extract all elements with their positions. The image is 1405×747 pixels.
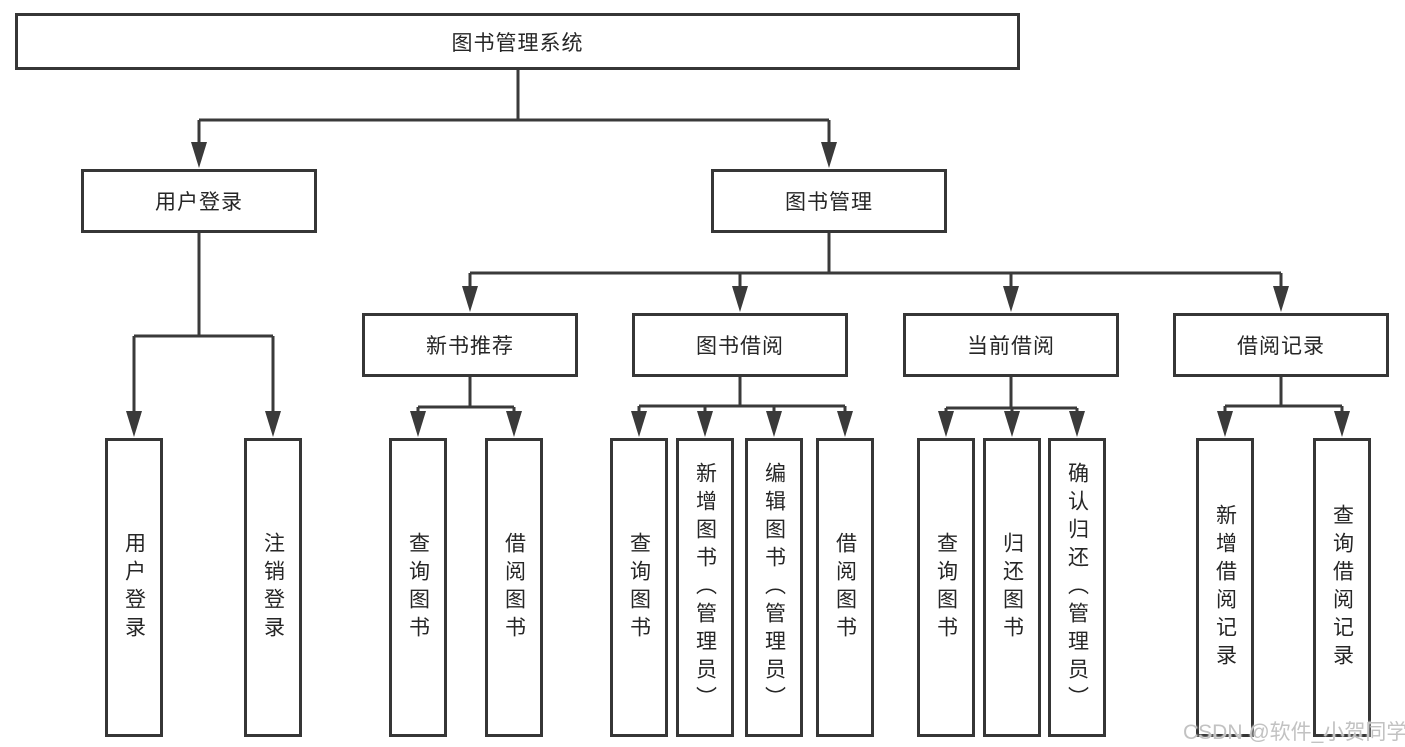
leaf-new-books-query-label: 查询图书 xyxy=(406,531,430,644)
leaf-records-query: 查询借阅记录 xyxy=(1313,438,1371,737)
leaf-new-books-borrow-label: 借阅图书 xyxy=(502,531,526,644)
arrow-icon xyxy=(410,411,426,437)
leaf-new-books-query: 查询图书 xyxy=(389,438,447,737)
arrow-icon xyxy=(191,142,207,168)
leaf-new-books-borrow: 借阅图书 xyxy=(485,438,543,737)
leaf-current-confirm-return-admin-label: 确认归还（管理员） xyxy=(1065,461,1089,714)
leaf-current-confirm-return-admin: 确认归还（管理员） xyxy=(1048,438,1106,737)
node-new-book-recommend: 新书推荐 xyxy=(362,313,578,377)
leaf-borrow-query-books-label: 查询图书 xyxy=(627,531,651,644)
leaf-current-query-books: 查询图书 xyxy=(917,438,975,737)
node-user-login: 用户登录 xyxy=(81,169,317,233)
leaf-current-return-books: 归还图书 xyxy=(983,438,1041,737)
leaf-user-login: 用户登录 xyxy=(105,438,163,737)
arrow-icon xyxy=(1334,411,1350,437)
connector-root-to-level2 xyxy=(197,69,831,144)
leaf-records-add: 新增借阅记录 xyxy=(1196,438,1254,737)
leaf-borrow-edit-books-admin: 编辑图书（管理员） xyxy=(745,438,803,737)
node-borrowing-records: 借阅记录 xyxy=(1173,313,1389,377)
arrow-icon xyxy=(506,411,522,437)
connector-book-mgmt-to-level3 xyxy=(468,233,1283,288)
leaf-borrow-edit-books-admin-label: 编辑图书（管理员） xyxy=(762,461,786,714)
arrow-icon xyxy=(732,286,748,312)
arrow-icon xyxy=(697,411,713,437)
leaf-borrow-books: 借阅图书 xyxy=(816,438,874,737)
arrow-icon xyxy=(1217,411,1233,437)
arrow-icon xyxy=(265,411,281,437)
leaf-current-return-books-label: 归还图书 xyxy=(1000,531,1024,644)
leaf-logout-label: 注销登录 xyxy=(261,531,285,644)
leaf-records-query-label: 查询借阅记录 xyxy=(1330,503,1354,672)
node-book-borrowing: 图书借阅 xyxy=(632,313,848,377)
node-current-borrowing: 当前借阅 xyxy=(903,313,1119,377)
arrow-icon xyxy=(1004,411,1020,437)
connector-user-login-to-leaves xyxy=(132,233,275,413)
arrow-icon xyxy=(1069,411,1085,437)
leaf-borrow-books-label: 借阅图书 xyxy=(833,531,857,644)
leaf-borrow-add-books-admin-label: 新增图书（管理员） xyxy=(693,461,717,714)
connector-strokes xyxy=(132,69,1344,413)
arrow-icon xyxy=(821,142,837,168)
arrow-icon xyxy=(631,411,647,437)
arrow-icon xyxy=(1003,286,1019,312)
arrow-icon xyxy=(766,411,782,437)
connector-new-books-to-leaves xyxy=(416,377,516,413)
leaf-records-add-label: 新增借阅记录 xyxy=(1213,503,1237,672)
connector-arrowheads xyxy=(126,142,1350,437)
connector-current-borrow-to-leaves xyxy=(944,377,1079,413)
leaf-user-login-label: 用户登录 xyxy=(122,531,146,644)
arrow-icon xyxy=(462,286,478,312)
arrow-icon xyxy=(126,411,142,437)
leaf-current-query-books-label: 查询图书 xyxy=(934,531,958,644)
arrow-icon xyxy=(837,411,853,437)
arrow-icon xyxy=(1273,286,1289,312)
leaf-borrow-add-books-admin: 新增图书（管理员） xyxy=(676,438,734,737)
leaf-borrow-query-books: 查询图书 xyxy=(610,438,668,737)
connector-book-borrow-to-leaves xyxy=(637,377,847,413)
connector-borrow-records-to-leaves xyxy=(1223,377,1344,413)
arrow-icon xyxy=(938,411,954,437)
node-book-management: 图书管理 xyxy=(711,169,947,233)
node-library-management-system: 图书管理系统 xyxy=(15,13,1020,70)
leaf-logout: 注销登录 xyxy=(244,438,302,737)
csdn-watermark: CSDN @软件_小贺同学 xyxy=(1183,721,1405,744)
